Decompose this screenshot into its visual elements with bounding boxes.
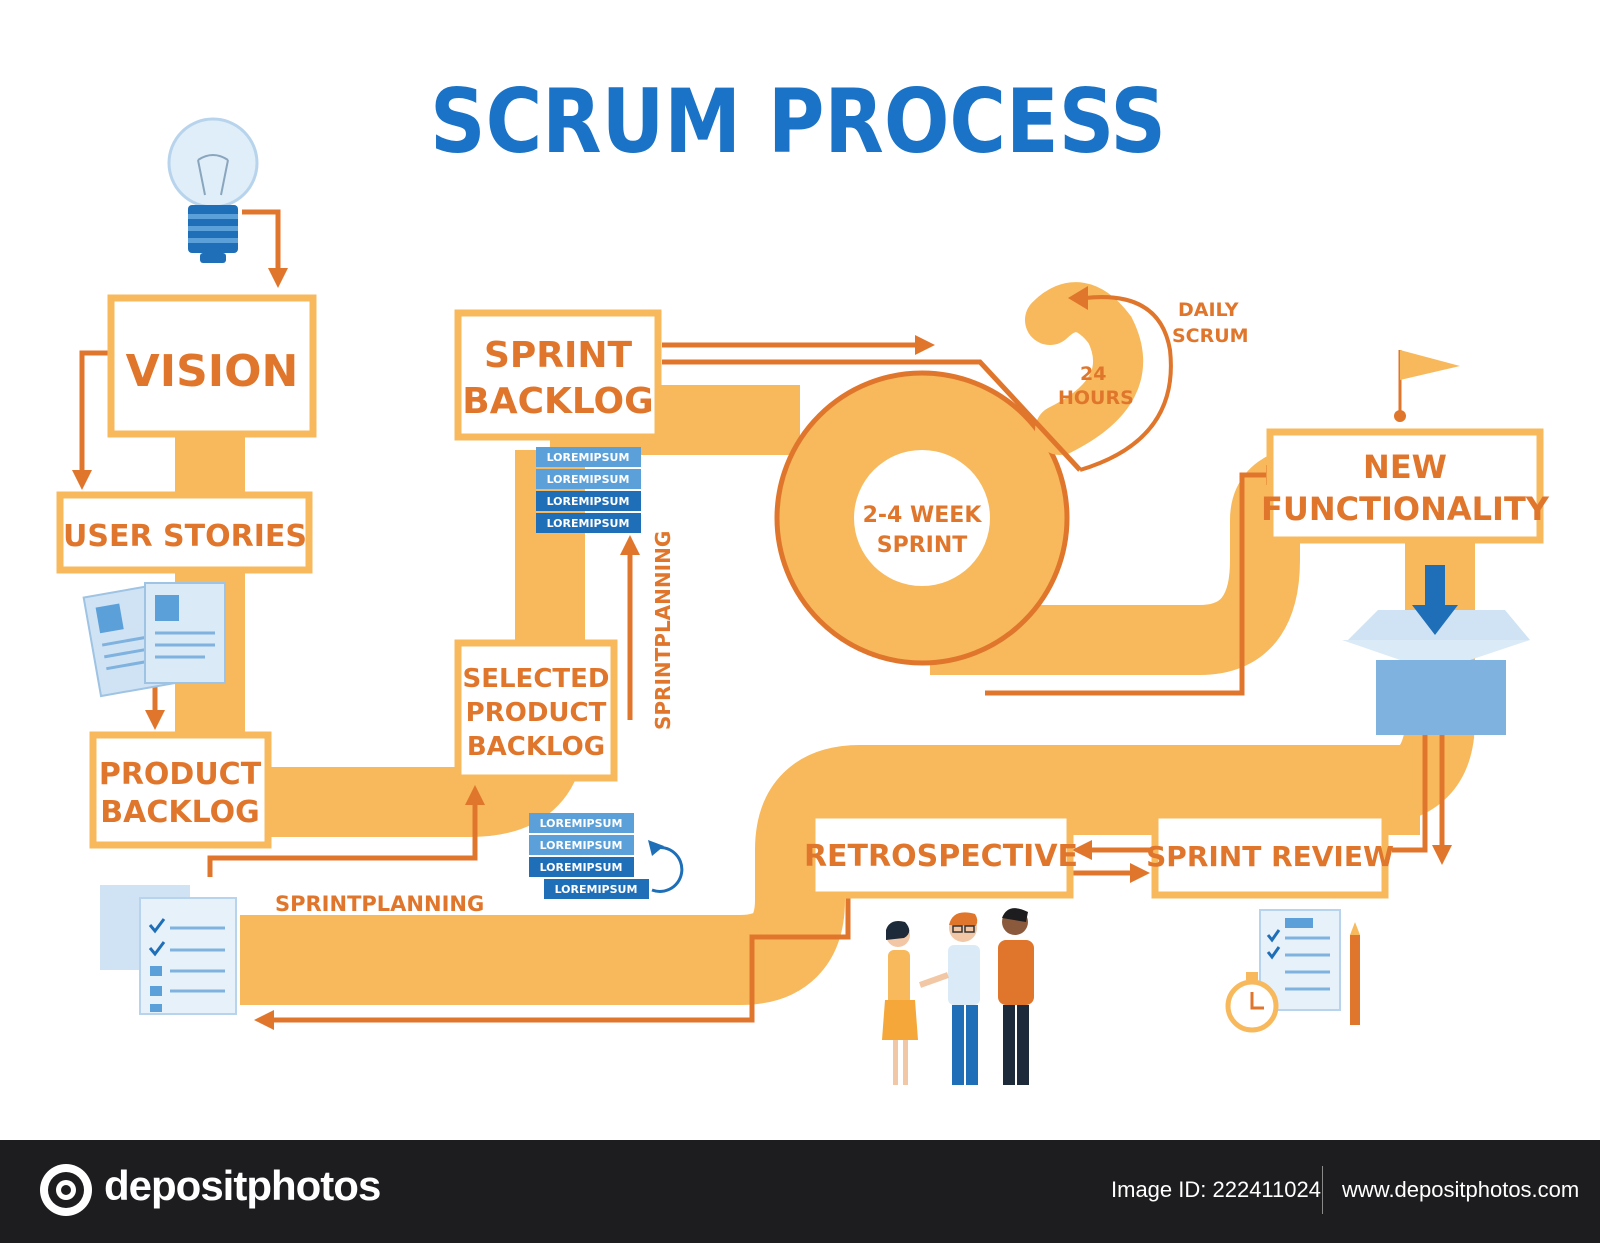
sprint-planning-vertical-label: SPRINTPLANNING: [651, 531, 675, 730]
team-people-icon: [882, 908, 1034, 1085]
vision-label: VISION: [126, 346, 299, 397]
stack-bottom: LOREMIPSUM LOREMIPSUM LOREMIPSUM LOREMIP…: [529, 813, 649, 899]
selected-product-backlog-box: SELECTED PRODUCT BACKLOG: [454, 639, 618, 782]
sprint-cycle-label-line1: 2-4 WEEK: [863, 503, 983, 528]
selected-product-backlog-label-line2: PRODUCT: [466, 698, 607, 728]
selected-product-backlog-label-line1: SELECTED: [463, 664, 610, 694]
stack-bottom-item-3: LOREMIPSUM: [540, 861, 623, 874]
diagram-title: SCRUM PROCESS: [430, 70, 1166, 173]
stack-top-item-2: LOREMIPSUM: [547, 473, 630, 486]
stopwatch-checklist-icon: [1225, 909, 1341, 1033]
product-backlog-label-line1: PRODUCT: [99, 757, 262, 792]
sprint-cycle: 2-4 WEEK SPRINT: [774, 282, 1173, 666]
flow-arrows: [79, 209, 1445, 1023]
light-bulb-icon: [167, 117, 259, 263]
footer-separator: [1322, 1166, 1323, 1214]
sprint-cycle-label-line2: SPRINT: [877, 533, 968, 558]
vision-box: VISION: [107, 294, 317, 438]
stack-bottom-item-2: LOREMIPSUM: [540, 839, 623, 852]
box-with-arrow-icon: [1342, 565, 1530, 735]
footer-brand: depositphotos: [104, 1162, 381, 1209]
depositphotos-logo-icon: [40, 1164, 92, 1216]
stack-top-item-3: LOREMIPSUM: [547, 495, 630, 508]
sprint-review-label: SPRINT REVIEW: [1146, 840, 1394, 873]
sprint-backlog-label-line1: SPRINT: [484, 335, 633, 376]
product-backlog-box: PRODUCT BACKLOG: [89, 731, 272, 849]
sprint-review-box: SPRINT REVIEW: [1146, 811, 1394, 899]
footer-bar: depositphotos Image ID: 222411024 www.de…: [0, 1140, 1600, 1243]
selected-product-backlog-label-line3: BACKLOG: [467, 732, 605, 762]
rotate-arrow-icon: [648, 840, 684, 893]
stack-bottom-item-1: LOREMIPSUM: [540, 817, 623, 830]
daily-scrum-label-line1: DAILY: [1178, 299, 1239, 321]
product-backlog-label-line2: BACKLOG: [100, 795, 260, 830]
new-functionality-label-line1: NEW: [1363, 448, 1447, 486]
footer-site-link[interactable]: www.depositphotos.com: [1342, 1177, 1580, 1202]
user-stories-label: USER STORIES: [63, 519, 307, 554]
sprint-planning-horizontal-label: SPRINTPLANNING: [275, 892, 484, 916]
footer-image-id: Image ID: 222411024: [1111, 1177, 1321, 1202]
hours-label-line2: HOURS: [1058, 387, 1134, 409]
new-functionality-label-line2: FUNCTIONALITY: [1261, 490, 1550, 528]
pencil-icon: [1350, 922, 1360, 1025]
new-functionality-box: NEW FUNCTIONALITY: [1261, 428, 1550, 544]
user-stories-box: USER STORIES: [56, 491, 313, 574]
sprint-backlog-label-line2: BACKLOG: [462, 381, 653, 422]
stack-bottom-item-4: LOREMIPSUM: [555, 883, 638, 896]
scrum-process-diagram: SCRUM PROCESS 2-4 WEEK SPRINT: [56, 70, 1550, 1085]
hours-label-line1: 24: [1080, 363, 1106, 385]
flag-icon: [1394, 350, 1460, 422]
user-profile-documents-icon: [82, 582, 226, 698]
stack-top-item-1: LOREMIPSUM: [547, 451, 630, 464]
retrospective-label: RETROSPECTIVE: [804, 839, 1078, 874]
stack-top-item-4: LOREMIPSUM: [547, 517, 630, 530]
stack-top: LOREMIPSUM LOREMIPSUM LOREMIPSUM LOREMIP…: [536, 447, 641, 533]
sprint-backlog-box: SPRINT BACKLOG: [454, 309, 662, 441]
checklist-document-icon: [100, 885, 237, 1015]
daily-scrum-label-line2: SCRUM: [1172, 325, 1249, 347]
retrospective-box: RETROSPECTIVE: [804, 811, 1078, 899]
